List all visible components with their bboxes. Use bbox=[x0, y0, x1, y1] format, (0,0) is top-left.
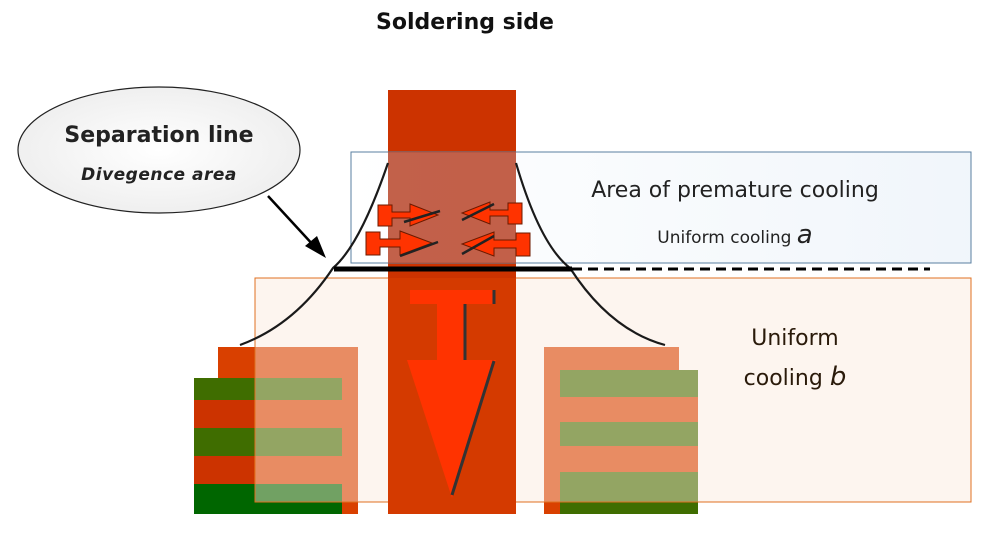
left-fillet-curve bbox=[239, 162, 390, 347]
zone-b-line1: Uniform bbox=[751, 326, 839, 351]
diagram-title: Soldering side bbox=[376, 10, 554, 35]
zone-b-letter: b bbox=[829, 362, 847, 392]
left-pcb-stack bbox=[194, 347, 358, 514]
premature-cooling-arrows bbox=[365, 201, 531, 258]
callout-title: Separation line bbox=[64, 123, 254, 148]
zone-a-letter: a bbox=[796, 220, 813, 250]
callout-subtitle: Divegence area bbox=[81, 165, 237, 185]
zone-a-label: Area of premature cooling bbox=[591, 178, 879, 203]
zone-a-sublabel: Uniform cooling a bbox=[560, 220, 910, 250]
zone-b-line2: cooling b bbox=[700, 358, 890, 398]
right-pcb-stack bbox=[544, 347, 698, 514]
callout-ellipse bbox=[17, 86, 301, 214]
callout-pointer-arrowhead bbox=[305, 236, 326, 258]
zone-b-box bbox=[254, 277, 972, 503]
zone-b-label: Uniform cooling b bbox=[700, 320, 890, 398]
callout-pointer-line bbox=[267, 195, 316, 248]
downward-cooling-arrow bbox=[407, 290, 496, 498]
zone-b-line2-text: cooling bbox=[743, 366, 830, 391]
zone-a-sublabel-text: Uniform cooling bbox=[657, 228, 797, 248]
